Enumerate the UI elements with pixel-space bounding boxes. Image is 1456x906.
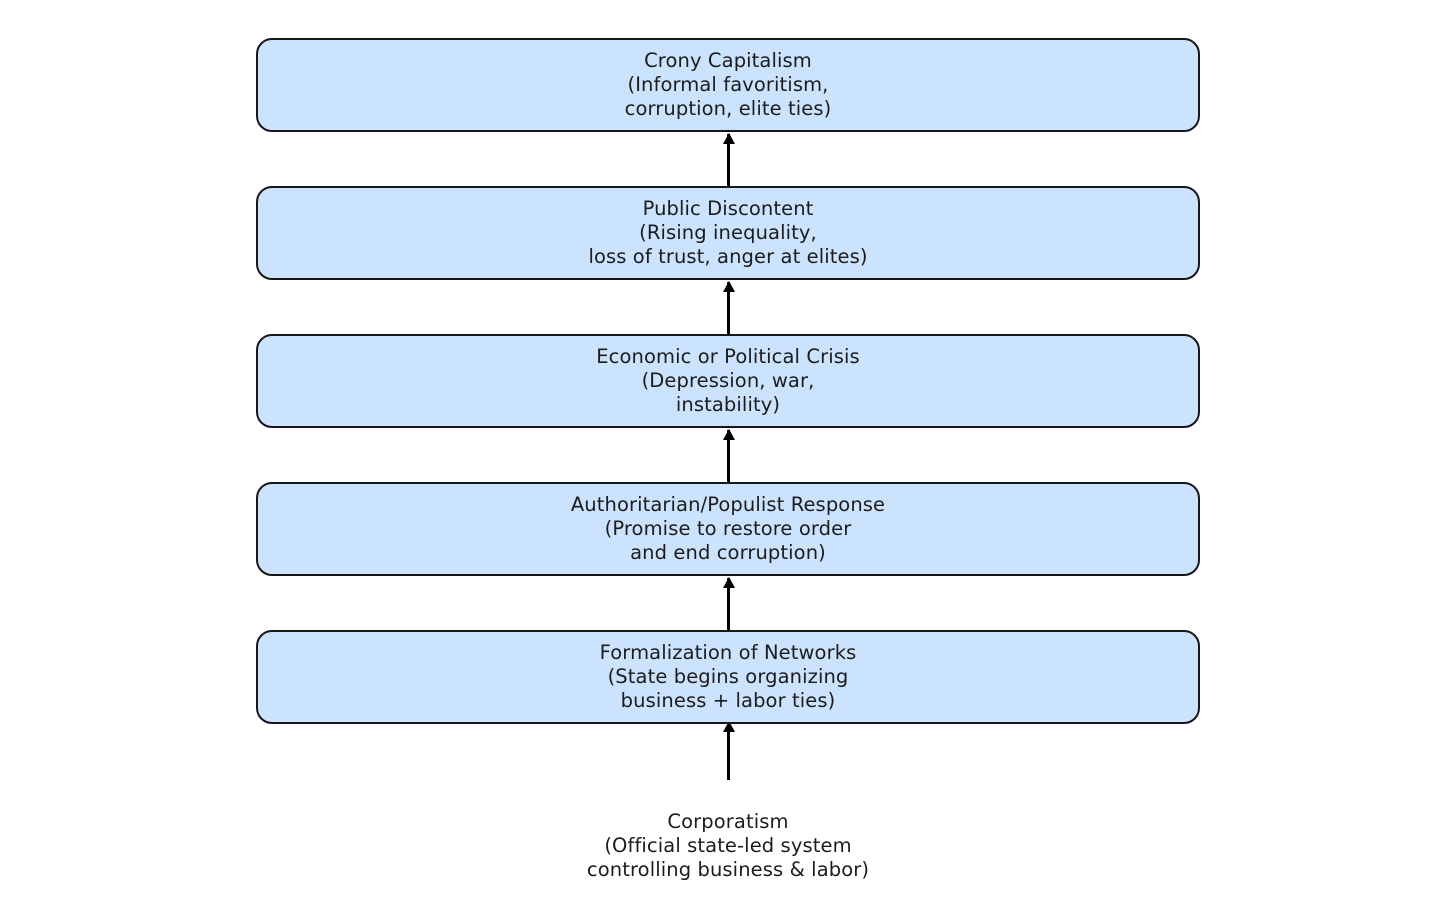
arrow-corporatism-to-formalization [727,722,730,780]
flow-node-economic-or-political-crisis[interactable]: Economic or Political Crisis (Depression… [256,334,1200,428]
flow-node-label: Public Discontent (Rising inequality, lo… [588,197,868,268]
flow-node-label: Crony Capitalism (Informal favoritism, c… [624,49,832,120]
flow-node-label: Authoritarian/Populist Response (Promise… [570,493,886,564]
flow-node-crony-capitalism[interactable]: Crony Capitalism (Informal favoritism, c… [256,38,1200,132]
flow-node-label: Economic or Political Crisis (Depression… [596,345,860,416]
arrow-formalization-to-authoritarian-response [727,578,730,632]
flow-node-public-discontent[interactable]: Public Discontent (Rising inequality, lo… [256,186,1200,280]
flow-node-label: Formalization of Networks (State begins … [599,641,857,712]
flow-node-corporatism: Corporatism (Official state-led system c… [0,786,1456,906]
flow-node-label: Corporatism (Official state-led system c… [586,810,870,881]
flow-node-formalization-of-networks[interactable]: Formalization of Networks (State begins … [256,630,1200,724]
flowchart-canvas: Crony Capitalism (Informal favoritism, c… [0,0,1456,873]
arrow-crisis-to-public-discontent [727,282,730,336]
arrow-public-discontent-to-crony-capitalism [727,134,730,188]
flow-node-authoritarian-populist-response[interactable]: Authoritarian/Populist Response (Promise… [256,482,1200,576]
arrow-authoritarian-response-to-crisis [727,430,730,484]
